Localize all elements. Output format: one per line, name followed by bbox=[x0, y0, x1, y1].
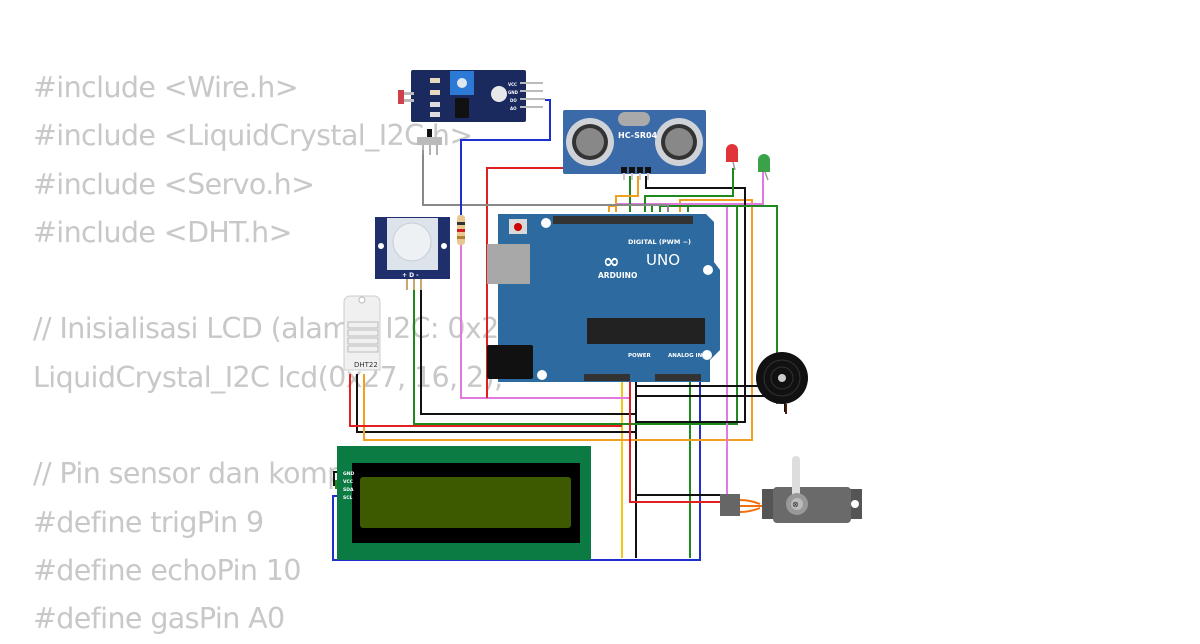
pin-label: GND bbox=[508, 90, 519, 95]
wires bbox=[332, 99, 786, 561]
lcd-pin-gnd: GND bbox=[343, 471, 354, 477]
lcd-pin-sda: SDA bbox=[343, 487, 354, 493]
wire-dht-gnd[interactable] bbox=[356, 374, 636, 433]
pin-label: AO bbox=[510, 106, 517, 111]
lcd-pin-scl: SCL bbox=[343, 495, 353, 501]
wire-servo-signal[interactable] bbox=[724, 204, 728, 505]
code-line: #include <Servo.h> bbox=[33, 167, 315, 201]
wire-lcd-scl[interactable] bbox=[332, 374, 701, 561]
code-line: #define echoPin 10 bbox=[33, 553, 301, 587]
servo-screw-icon: ⊗ bbox=[792, 500, 799, 509]
code-line: #include <Wire.h> bbox=[33, 71, 299, 104]
slide-switch[interactable] bbox=[417, 129, 442, 155]
circuit-diagram: VCC GND DO AO HC-SR04 bbox=[332, 70, 862, 561]
wire-dht-vcc[interactable] bbox=[349, 374, 622, 427]
lcd-pin-vcc: VCC bbox=[343, 479, 354, 485]
wire-buzzer[interactable] bbox=[659, 205, 778, 404]
atmega-chip bbox=[587, 318, 705, 344]
pir-sensor[interactable]: + D - bbox=[375, 217, 450, 290]
arduino-logo-text: ARDUINO bbox=[598, 271, 637, 280]
digital-header-label: DIGITAL (PWM ~) bbox=[628, 238, 691, 246]
ldr-module[interactable]: VCC GND DO AO bbox=[398, 70, 545, 122]
green-led[interactable] bbox=[758, 154, 770, 181]
ldr-led bbox=[491, 86, 507, 102]
pir-pin-labels: + D - bbox=[402, 272, 419, 279]
code-line: #define trigPin 9 bbox=[33, 505, 264, 539]
pin-label: VCC bbox=[508, 82, 517, 87]
code-line: #include <DHT.h> bbox=[33, 215, 292, 249]
analog-header bbox=[655, 374, 701, 381]
arduino-uno[interactable]: DIGITAL (PWM ~) ∞ ARDUINO UNO POWER ANAL… bbox=[487, 214, 720, 382]
arduino-model: UNO bbox=[646, 251, 680, 269]
power-jack bbox=[487, 345, 533, 379]
wire-pir-gnd[interactable] bbox=[420, 282, 637, 415]
ultrasonic-label: HC-SR04 bbox=[618, 131, 658, 140]
red-led[interactable] bbox=[726, 144, 738, 171]
wire-dht-data[interactable] bbox=[363, 199, 753, 441]
wire-ultrasonic-gnd[interactable] bbox=[636, 176, 746, 423]
usb-port bbox=[487, 244, 530, 284]
servo-motor[interactable]: ⊗ bbox=[720, 456, 862, 523]
buzzer[interactable] bbox=[756, 352, 808, 414]
code-line: #include <LiquidCrystal_I2C.h> bbox=[33, 119, 473, 153]
analog-label: ANALOG IN bbox=[668, 353, 703, 359]
dht-label: DHT22 bbox=[354, 361, 378, 369]
wire-switch[interactable] bbox=[422, 150, 669, 212]
wire-ldr-do[interactable] bbox=[460, 99, 551, 215]
resistor bbox=[457, 215, 465, 245]
power-header bbox=[584, 374, 630, 381]
ultrasonic-sensor[interactable]: HC-SR04 bbox=[563, 110, 706, 180]
lcd-display[interactable]: GND VCC SDA SCL bbox=[337, 446, 591, 560]
pin-label: DO bbox=[510, 98, 517, 103]
ldr-photoresistor bbox=[398, 90, 404, 104]
power-label: POWER bbox=[628, 353, 652, 359]
digital-header bbox=[553, 216, 693, 224]
dht22-sensor[interactable]: DHT22 bbox=[343, 295, 381, 371]
arduino-infinity-logo: ∞ bbox=[603, 249, 620, 273]
